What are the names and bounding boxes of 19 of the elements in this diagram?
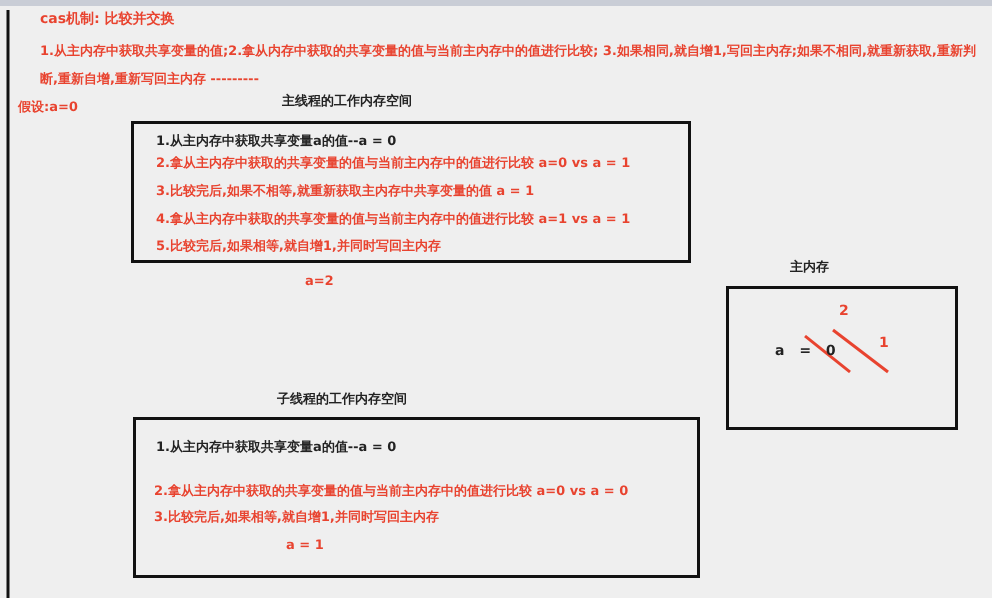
heading: 主线程的工作内存空间 — [282, 92, 412, 110]
step-text: 2.拿从主内存中获取的共享变量的值与当前主内存中的值进行比较 a=0 vs a = 0 — [154, 482, 628, 500]
step-text: a = 1 — [286, 538, 324, 553]
assumption-text: 假设:a=0 — [18, 99, 78, 116]
step-text: 3.比较完后,如果相等,就自增1,并同时写回主内存 — [154, 508, 439, 526]
heading: 主内存 — [790, 258, 829, 276]
step-text: 1.从主内存中获取共享变量a的值--a = 0 — [156, 438, 396, 456]
step-text: 5.比较完后,如果相等,就自增1,并同时写回主内存 — [156, 238, 441, 255]
heading: 子线程的工作内存空间 — [277, 390, 407, 408]
value-text: 1 — [879, 335, 889, 351]
title: cas机制: 比较并交换 — [40, 10, 175, 28]
result-text: a=2 — [305, 274, 334, 289]
value-text: a = 0 — [775, 343, 836, 359]
step-text: 1.从主内存中获取共享变量a的值--a = 0 — [156, 132, 396, 150]
value-text: 2 — [839, 303, 849, 319]
step-text: 4.拿从主内存中获取的共享变量的值与当前主内存中的值进行比较 a=1 vs a = 1 — [156, 210, 630, 228]
description-text: 1.从主内存中获取共享变量的值;2.拿从内存中获取的共享变量的值与当前主内存中的值进行比较; 3.如果相同,就自增1,写回主内存;如果不相同,就重新获取,重新判断,重新自增,重新写回主内存 --------- — [40, 42, 977, 89]
step-text: 3.比较完后,如果不相等,就重新获取主内存中共享变量的值 a = 1 — [156, 182, 534, 200]
step-text: 2.拿从主内存中获取的共享变量的值与当前主内存中的值进行比较 a=0 vs a = 1 — [156, 154, 630, 172]
